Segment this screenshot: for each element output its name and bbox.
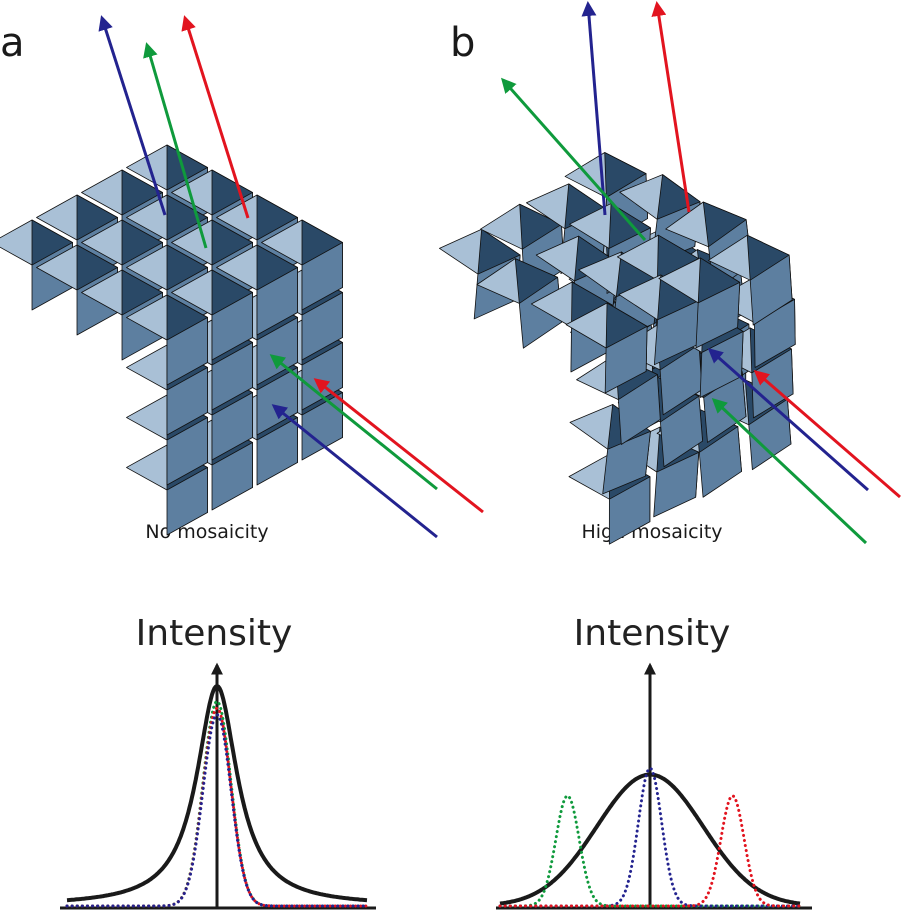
cube-right-face: [751, 348, 794, 419]
cube-right-face: [166, 367, 208, 436]
cube-right-face: [211, 392, 253, 461]
crystal-block: [707, 234, 793, 326]
outgoing-ray-green: [143, 42, 208, 249]
cube-right-face: [256, 417, 298, 486]
cube-right-face: [301, 292, 343, 361]
crystal-block: [658, 257, 741, 349]
intensity-axis-label: Intensity: [136, 613, 293, 654]
panel-b-letter: b: [450, 20, 475, 66]
crystal-block: [126, 294, 208, 386]
intensity-plot-a: Intensity: [60, 613, 376, 910]
intensity-axis-label: Intensity: [574, 613, 731, 654]
panel-a-rays: [98, 15, 484, 539]
cube-right-face: [748, 398, 792, 471]
incoming-ray-blue: [707, 348, 869, 492]
outgoing-ray-red: [651, 1, 691, 213]
cube-right-face: [660, 395, 703, 468]
incoming-ray-red: [313, 378, 484, 514]
incoming-ray-green: [269, 354, 438, 491]
panel-a-caption: No mosaicity: [145, 521, 268, 543]
crystal-block: [216, 244, 298, 336]
cube-right-face: [166, 317, 208, 386]
incoming-ray-blue: [271, 404, 438, 539]
incoming-ray-green: [711, 397, 868, 545]
curves-a: [65, 683, 369, 908]
intensity-peak-blue: [65, 712, 369, 908]
cube-right-face: [698, 426, 742, 498]
cube-right-face: [608, 476, 651, 545]
outgoing-ray-red: [181, 15, 250, 219]
outgoing-ray-green: [501, 77, 647, 241]
cube-right-face: [659, 344, 703, 416]
cube-right-face: [211, 342, 253, 411]
intensity-envelope-curve: [66, 683, 368, 903]
cube-right-face: [749, 254, 793, 326]
intensity-peak-green: [498, 794, 802, 908]
panel-a-letter: a: [0, 20, 25, 66]
cube-right-face: [695, 281, 741, 349]
cube-right-face: [256, 267, 298, 336]
outgoing-ray-blue: [581, 1, 607, 216]
cube-right-face: [602, 430, 651, 495]
cube-right-face: [211, 442, 253, 511]
cube-right-face: [301, 242, 343, 311]
panel-b-caption: High mosaicity: [581, 521, 722, 543]
crystal-cube-no-mosaicity: [0, 144, 343, 536]
intensity-peak-red: [498, 794, 802, 908]
outgoing-ray-blue: [98, 15, 167, 216]
crystal-block: [569, 404, 651, 495]
cube-right-face: [301, 392, 343, 461]
incoming-ray-red: [753, 370, 901, 499]
crystal-block: [261, 219, 343, 311]
cube-right-face: [604, 325, 648, 394]
cube-right-face: [653, 451, 700, 518]
crystal-block: [171, 269, 253, 361]
panel-b-rays: [501, 1, 901, 545]
intensity-plot-b: Intensity: [496, 613, 812, 910]
cube-right-face: [618, 374, 661, 445]
cube-right-face: [699, 331, 744, 398]
cube-right-face: [166, 417, 208, 486]
cube-right-face: [211, 292, 253, 361]
cube-right-face: [166, 467, 208, 536]
crystal-block: [565, 302, 648, 394]
crystal-cube-high-mosaicity: [438, 152, 796, 545]
curves-b: [498, 766, 802, 908]
intensity-envelope-curve: [499, 772, 801, 906]
